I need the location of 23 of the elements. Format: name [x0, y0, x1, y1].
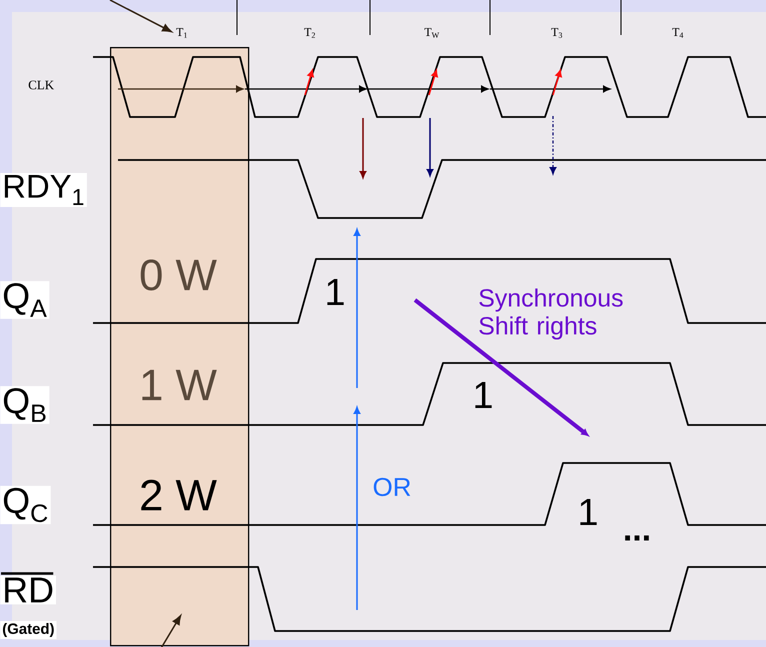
signal-label: Q$_{B}$	[0, 386, 50, 424]
signal-label: Q$_{C}$	[0, 486, 51, 524]
leader-arrow	[159, 615, 182, 647]
bit-value: 1	[327, 278, 344, 306]
wait-state-label: 2 W	[141, 480, 217, 510]
annotation-text: Synchronous Shift rights	[479, 288, 623, 340]
bit-value: 1	[580, 498, 597, 526]
signal-label: RD	[0, 572, 56, 604]
signal-label: RDY$_{1}$	[0, 173, 87, 207]
time-state-label: T$_{1}$	[176, 28, 187, 38]
wait-state-label: 1 W	[142, 370, 217, 400]
signal-label: Q$_{A}$	[0, 281, 50, 319]
bit-value: 1	[475, 382, 492, 408]
time-state-label: T$_{4}$	[672, 28, 684, 38]
time-state-label: T$_{3}$	[551, 28, 562, 38]
or-label: OR	[374, 478, 410, 496]
signal-label: CLK	[28, 80, 54, 90]
leader-arrow	[110, 0, 172, 32]
time-state-label: T$_{2}$	[304, 28, 315, 38]
ellipsis: ...	[625, 535, 649, 541]
signal-note: (Gated)	[0, 621, 56, 639]
wait-state-label: 0 W	[140, 259, 217, 290]
time-state-label: T$_{W}$	[424, 28, 440, 38]
